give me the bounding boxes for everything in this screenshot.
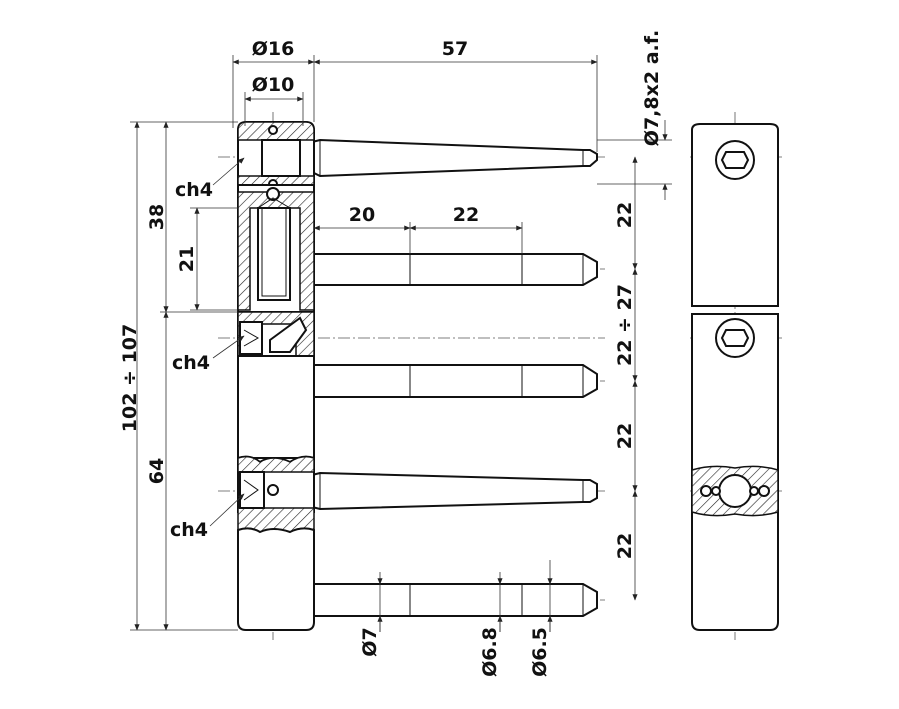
label-pitch-3: 22: [614, 423, 636, 449]
label-38: 38: [146, 204, 168, 230]
label-22-horizontal: 22: [453, 204, 479, 226]
label-ch4-lower: ch4: [170, 519, 208, 541]
hinge-side-view: [691, 123, 779, 631]
label-pin-d65: Ø6.5: [529, 627, 551, 677]
label-hex-af: Ø7,8x2 a.f.: [641, 30, 663, 146]
pin-2: [311, 253, 598, 286]
label-pin-d68: Ø6.8: [479, 627, 501, 677]
label-pitch-4: 22: [614, 533, 636, 559]
dimension-lines: [130, 55, 672, 632]
label-d16: Ø16: [252, 38, 295, 60]
label-64: 64: [146, 458, 168, 484]
label-21: 21: [176, 246, 198, 272]
pin-3: [311, 364, 598, 398]
hinge-body: [237, 121, 315, 631]
label-pitch-2: 22 ÷ 27: [614, 284, 636, 366]
label-ch4-upper: ch4: [175, 179, 213, 201]
label-d10: Ø10: [252, 74, 295, 96]
pin-1: [311, 138, 598, 178]
label-total-height: 102 ÷ 107: [119, 324, 141, 432]
dimension-labels: Ø16 Ø10 57 Ø7,8x2 a.f. 102 ÷ 107 38 21 6…: [119, 30, 663, 677]
label-ch4-middle: ch4: [172, 352, 210, 374]
label-20: 20: [349, 204, 375, 226]
label-57: 57: [442, 38, 468, 60]
pin-5: [311, 583, 598, 617]
label-pitch-1: 22: [614, 202, 636, 228]
label-pin-d7: Ø7: [359, 627, 381, 656]
pin-4: [311, 471, 598, 511]
